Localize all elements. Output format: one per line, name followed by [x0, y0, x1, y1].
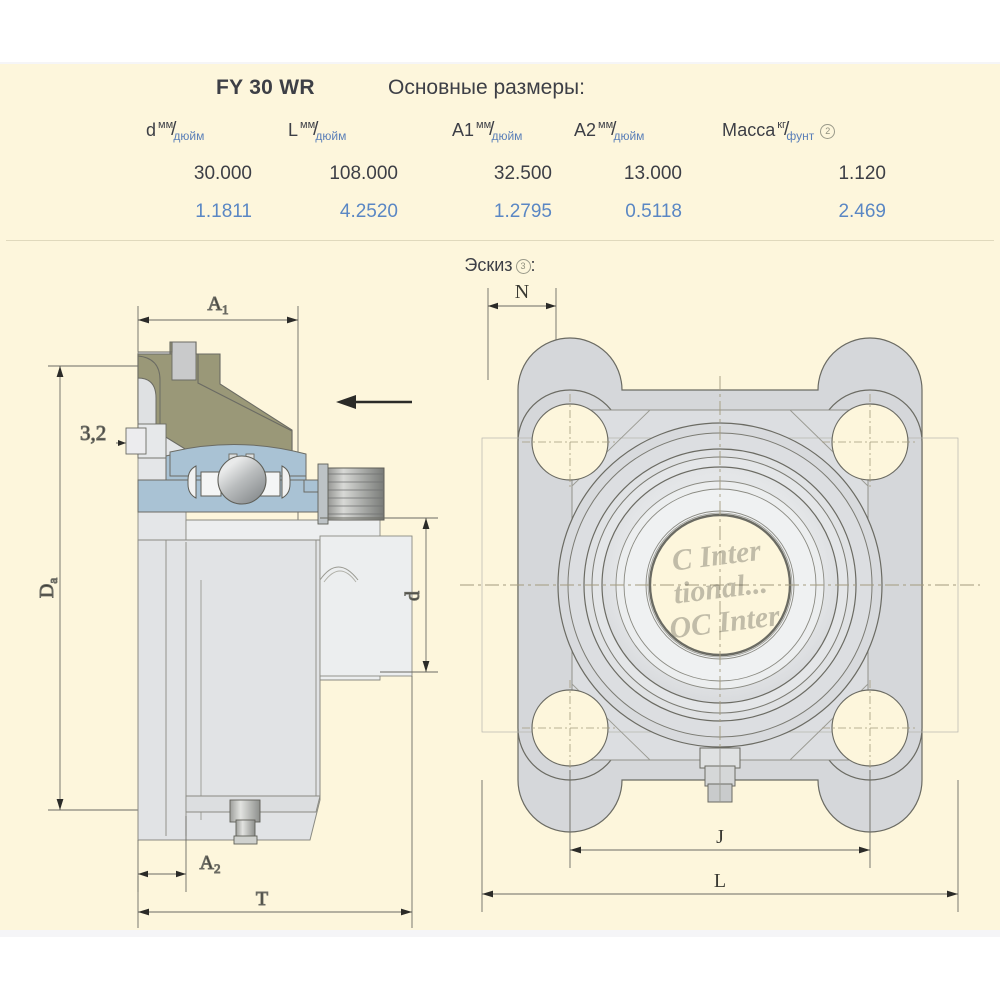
symbol-A1: A1	[452, 120, 475, 140]
seal-left	[187, 465, 222, 499]
front-view: N	[460, 280, 980, 940]
dimension-J	[569, 770, 871, 868]
centerlines	[460, 376, 980, 798]
section-view: A1 Da 3,2	[20, 280, 460, 940]
set-screw	[317, 463, 385, 525]
unit-mm: мм	[300, 119, 316, 132]
label-chamfer: 3,2	[80, 421, 106, 445]
unit-inch: дюйм	[315, 129, 347, 144]
unit-inch: дюйм	[491, 129, 523, 144]
dimension-L	[481, 780, 959, 912]
label-J: J	[716, 826, 724, 848]
unit-inch: дюйм	[173, 129, 205, 144]
unit-mm: мм	[476, 119, 492, 132]
value-mass-kg: 1.120	[838, 163, 886, 184]
symbol-mass: Масса	[722, 120, 776, 140]
lower-body	[137, 539, 321, 841]
value-A2-mm: 13.000	[623, 163, 682, 184]
value-mass-lb: 2.469	[838, 201, 886, 222]
model-designation: FY 30 WR	[216, 76, 315, 99]
value-L-inch: 4.2520	[339, 201, 398, 222]
value-L-mm: 108.000	[329, 163, 398, 184]
footnote-marker-3: 3	[515, 258, 531, 274]
value-A2-inch: 0.5118	[625, 201, 682, 222]
label-Da: Da	[36, 578, 60, 598]
value-A1-mm: 32.500	[493, 163, 552, 184]
label-N: N	[515, 281, 529, 303]
footnote-marker-2: 2	[820, 123, 836, 139]
grease-fitting-front	[699, 747, 741, 803]
section-arrow	[336, 395, 412, 409]
arrow-right	[287, 316, 298, 324]
seal-right	[259, 465, 291, 499]
dimension-T	[137, 676, 413, 928]
symbol-A2: A2	[574, 120, 597, 140]
symbol-L: L	[288, 120, 299, 140]
value-A1-inch: 1.2795	[493, 201, 552, 222]
arrow-left	[138, 316, 149, 324]
unit-mm: мм	[158, 119, 174, 132]
value-d-mm: 30.000	[193, 163, 252, 184]
label-d: d	[402, 591, 424, 601]
unit-inch: дюйм	[613, 129, 645, 144]
header-divider	[6, 240, 994, 241]
unit-mm: мм	[598, 119, 614, 132]
main-dimensions-title: Основные размеры:	[388, 76, 585, 99]
dimension-d	[320, 517, 438, 673]
label-L: L	[714, 870, 726, 892]
bolt-centerlines	[522, 394, 918, 776]
dimension-Da	[48, 365, 140, 811]
value-d-inch: 1.1811	[195, 201, 252, 222]
label-A1: A1	[208, 293, 229, 317]
label-T: T	[256, 888, 268, 910]
symbol-d: d	[146, 120, 157, 140]
unit-lb: фунт	[786, 129, 815, 144]
bearing-ball	[217, 455, 267, 505]
bottom-band	[0, 930, 1000, 937]
unit-kg: кг	[777, 119, 787, 132]
watermark: C Inter tional... OC Inter	[668, 534, 782, 645]
grease-fitting	[229, 799, 261, 845]
label-A2: A2	[200, 852, 221, 876]
